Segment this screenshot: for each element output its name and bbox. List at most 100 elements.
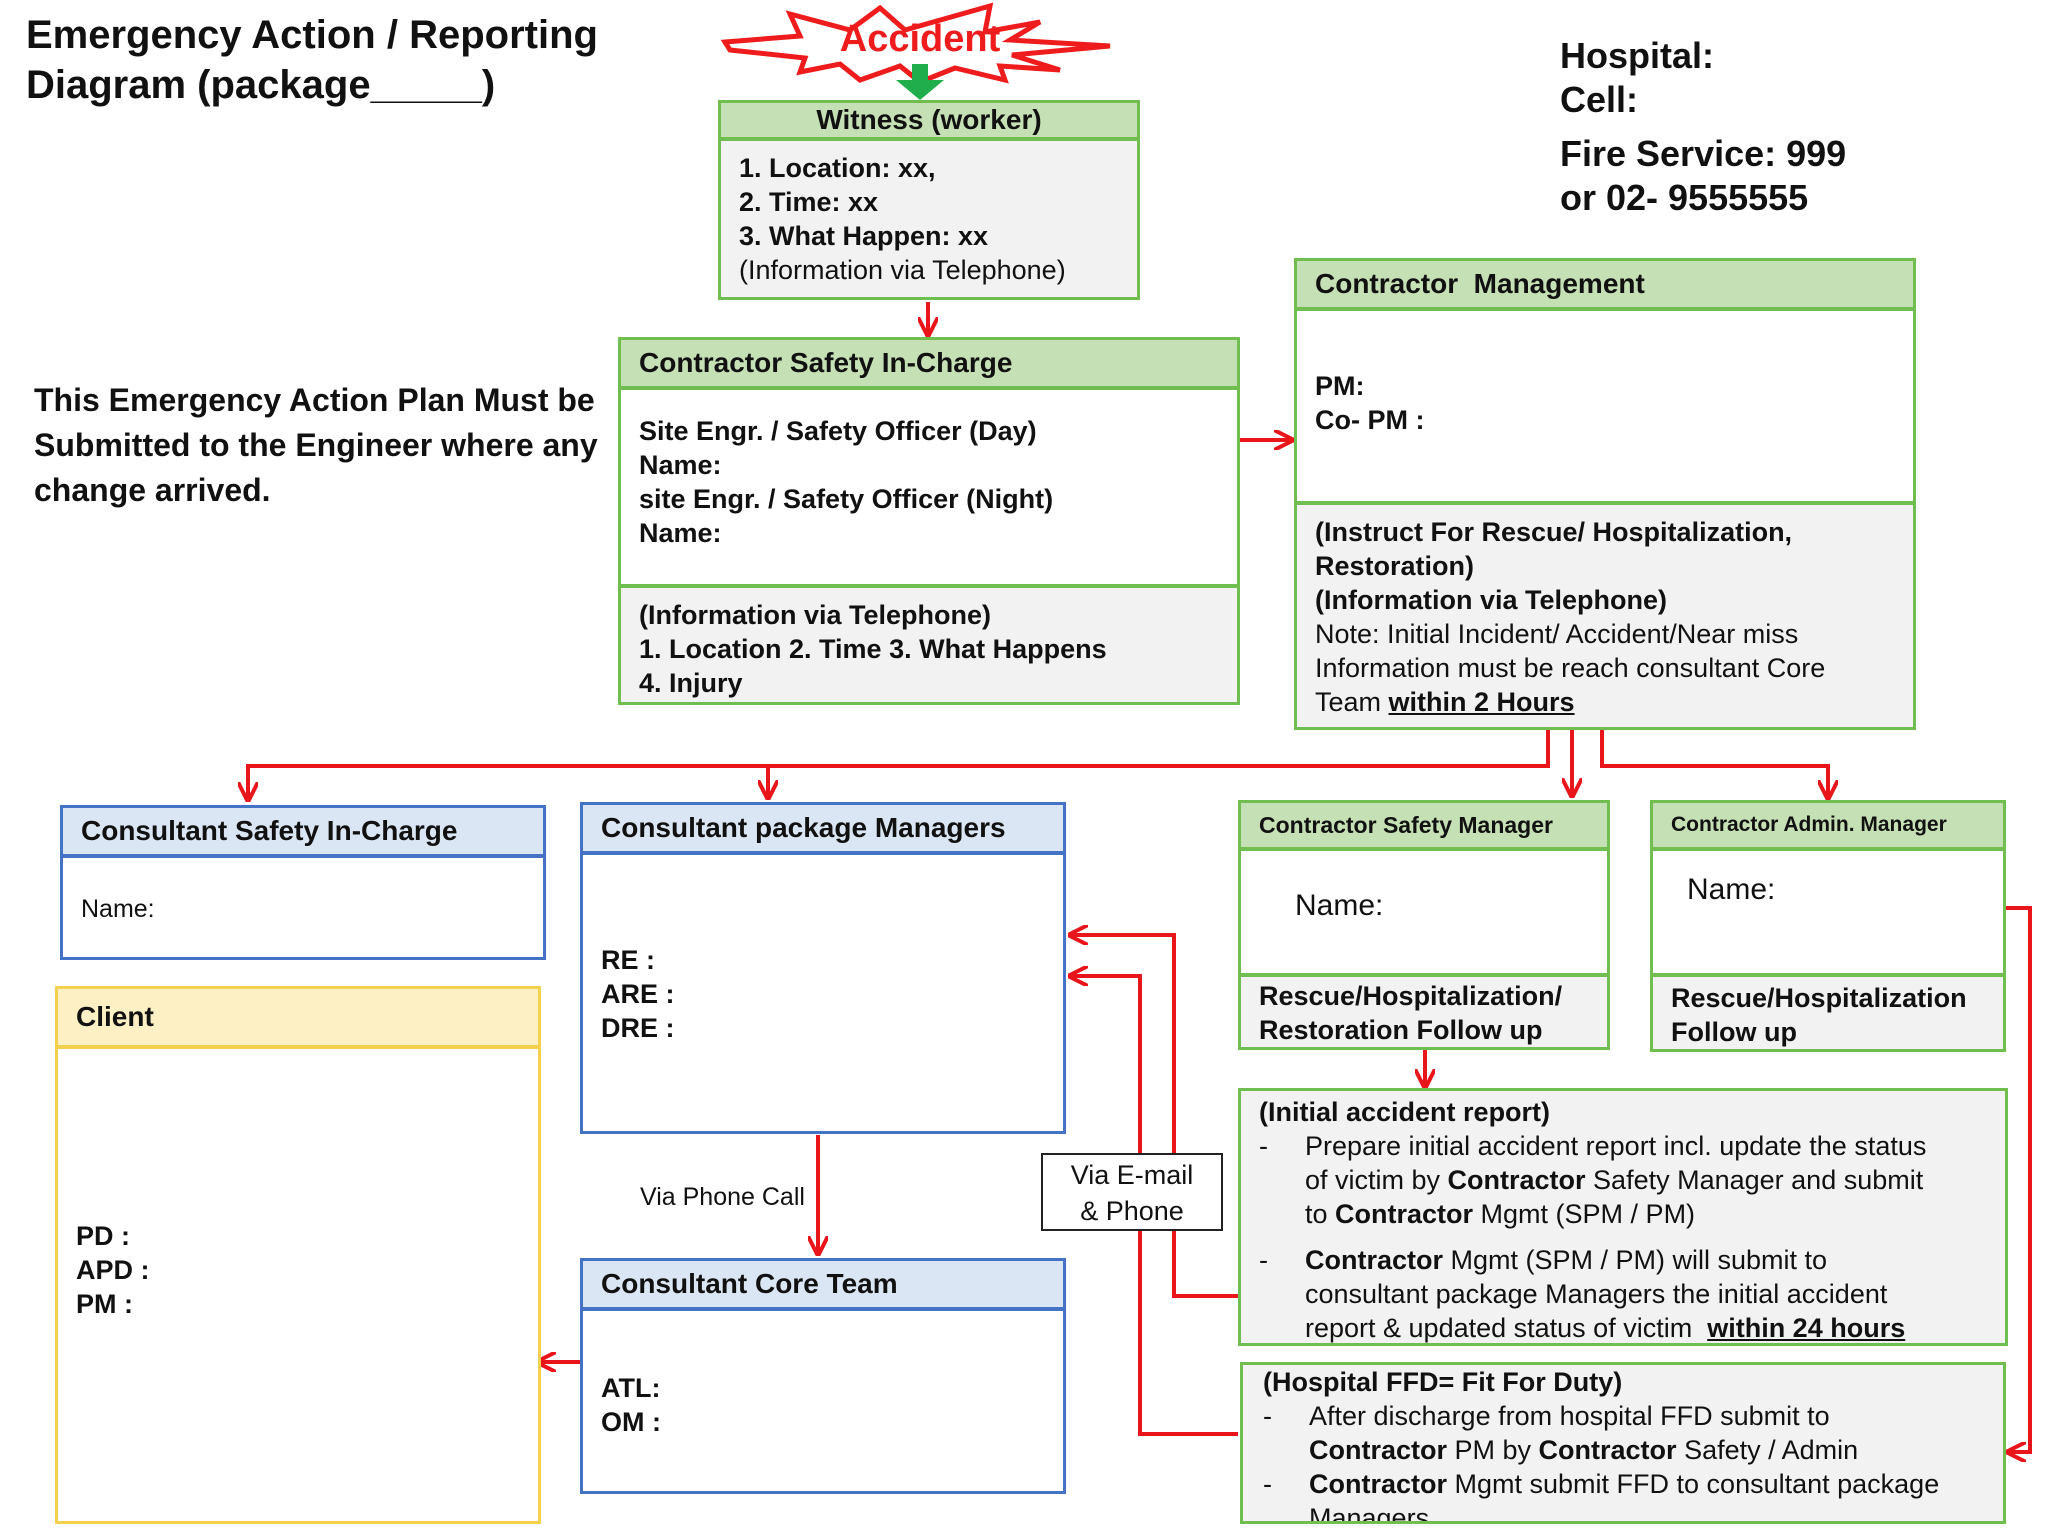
contractor-management-box: Contractor Management PM: Co- PM : (Inst… bbox=[1294, 258, 1916, 730]
report-line: Prepare initial accident report incl. up… bbox=[1305, 1131, 1927, 1161]
contractor-text: Contractor bbox=[1447, 1165, 1586, 1195]
via-email-phone-label: Via E-mail & Phone bbox=[1041, 1153, 1223, 1231]
text: to bbox=[1305, 1199, 1336, 1229]
core-role: OM : bbox=[601, 1407, 661, 1437]
page-title: Emergency Action / Reporting Diagram (pa… bbox=[26, 10, 598, 110]
info-line: 1. Location 2. Time 3. What Happens bbox=[639, 634, 1107, 664]
ffd-bullet: - After discharge from hospital FFD subm… bbox=[1263, 1399, 1991, 1467]
safety-manager-followup: Rescue/Hospitalization/ Restoration Foll… bbox=[1241, 973, 1607, 1047]
contractor-safety-incharge-box: Contractor Safety In-Charge Site Engr. /… bbox=[618, 337, 1240, 705]
title-line-1: Emergency Action / Reporting bbox=[26, 13, 598, 57]
deadline-24-hours: within 24 hours bbox=[1707, 1313, 1906, 1343]
bullet-dash: - bbox=[1263, 1401, 1272, 1431]
contractor-admin-manager-box: Contractor Admin. Manager Name: Rescue/H… bbox=[1650, 800, 2006, 1052]
contractor-text: Contractor bbox=[1538, 1435, 1677, 1465]
witness-item: 3. What Happen: xx bbox=[739, 221, 989, 251]
witness-note: (Information via Telephone) bbox=[739, 255, 1066, 285]
via-phone-call-label: Via Phone Call bbox=[640, 1183, 805, 1211]
pm-line: PM: bbox=[1315, 371, 1365, 401]
witness-header: Witness (worker) bbox=[721, 103, 1137, 141]
followup-line: Rescue/Hospitalization bbox=[1671, 983, 1967, 1013]
management-instructions: (Instruct For Rescue/ Hospitalization, R… bbox=[1297, 501, 1913, 727]
hospital-ffd-box: (Hospital FFD= Fit For Duty) - After dis… bbox=[1240, 1362, 2006, 1524]
arrow-mgmt-to-consultant-safety bbox=[248, 730, 1550, 800]
text: PM by bbox=[1447, 1435, 1539, 1465]
accident-label: Accident bbox=[839, 18, 1001, 60]
instruction-line: (Information via Telephone) bbox=[1315, 585, 1668, 615]
core-role: ATL: bbox=[601, 1373, 661, 1403]
email-line: Via E-mail bbox=[1070, 1160, 1194, 1190]
consultant-package-managers-box: Consultant package Managers RE : ARE : D… bbox=[580, 802, 1066, 1134]
client-role: PD : bbox=[76, 1221, 130, 1251]
consultant-safety-name: Name: bbox=[81, 895, 155, 923]
witness-details: 1. Location: xx, 2. Time: xx 3. What Hap… bbox=[721, 141, 1137, 297]
role-line: RE : bbox=[601, 945, 655, 975]
green-down-arrow bbox=[896, 64, 944, 100]
info-line: (Information via Telephone) bbox=[639, 600, 992, 630]
consultant-core-team-header: Consultant Core Team bbox=[583, 1261, 1063, 1311]
arrow-mgmt-to-admin-manager bbox=[1600, 730, 1828, 798]
note-line: Team within 2 Hours bbox=[1315, 685, 1895, 719]
witness-item: 1. Location: xx, bbox=[739, 153, 936, 183]
report-line: to Contractor Mgmt (SPM / PM) bbox=[1305, 1197, 1926, 1231]
ffd-line: After discharge from hospital FFD submit… bbox=[1309, 1401, 1830, 1431]
consultant-safety-incharge-header: Consultant Safety In-Charge bbox=[63, 808, 543, 858]
bullet-dash: - bbox=[1263, 1469, 1272, 1499]
contractor-safety-manager-box: Contractor Safety Manager Name: Rescue/H… bbox=[1238, 800, 1610, 1050]
admin-manager-followup: Rescue/Hospitalization Follow up bbox=[1653, 973, 2003, 1049]
client-roles: PD : APD : PM : bbox=[58, 1049, 538, 1329]
client-role: APD : bbox=[76, 1255, 150, 1285]
witness-item: 2. Time: xx bbox=[739, 187, 879, 217]
text: Mgmt (SPM / PM) bbox=[1473, 1199, 1696, 1229]
ffd-line: Contractor PM by Contractor Safety / Adm… bbox=[1309, 1433, 1858, 1467]
contractor-text: Contractor bbox=[1305, 1245, 1444, 1275]
bullet-dash: - bbox=[1259, 1131, 1268, 1161]
arrow-report-to-pkg bbox=[1070, 935, 1238, 1298]
report-bullet: - Contractor Mgmt (SPM / PM) will submit… bbox=[1259, 1243, 1993, 1345]
report-title: (Initial accident report) bbox=[1259, 1097, 1551, 1127]
title-line-2: Diagram (package_____) bbox=[26, 63, 496, 107]
safety-info: (Information via Telephone) 1. Location … bbox=[621, 584, 1237, 702]
copm-line: Co- PM : bbox=[1315, 405, 1425, 435]
witness-box: Witness (worker) 1. Location: xx, 2. Tim… bbox=[718, 100, 1140, 300]
hospital-label: Hospital: bbox=[1560, 35, 1715, 76]
accident-burst bbox=[720, 2, 1111, 85]
role-line: DRE : bbox=[601, 1013, 675, 1043]
ffd-line: Contractor Mgmt submit FFD to consultant… bbox=[1309, 1467, 1939, 1501]
contractor-safety-incharge-header: Contractor Safety In-Charge bbox=[621, 340, 1237, 390]
package-manager-roles: RE : ARE : DRE : bbox=[583, 855, 1063, 1053]
safety-officers: Site Engr. / Safety Officer (Day) Name: … bbox=[621, 390, 1237, 584]
ffd-line: Managers bbox=[1309, 1503, 1430, 1524]
report-bullet: - Prepare initial accident report incl. … bbox=[1259, 1129, 1993, 1231]
report-line: report & updated status of victim within… bbox=[1305, 1311, 1905, 1345]
followup-line: Rescue/Hospitalization/ bbox=[1259, 981, 1563, 1011]
email-line: & Phone bbox=[1080, 1196, 1184, 1226]
contractor-admin-manager-header: Contractor Admin. Manager bbox=[1653, 803, 2003, 851]
contractor-text: Contractor bbox=[1309, 1469, 1448, 1499]
report-line: consultant package Managers the initial … bbox=[1305, 1279, 1888, 1309]
officer-line: Site Engr. / Safety Officer (Day) bbox=[639, 416, 1037, 446]
arrow-admin-to-ffd bbox=[2004, 906, 2032, 1452]
admin-manager-name: Name: bbox=[1687, 873, 1776, 906]
report-line: Contractor Mgmt (SPM / PM) will submit t… bbox=[1305, 1243, 1905, 1277]
core-team-roles: ATL: OM : bbox=[583, 1311, 1063, 1447]
contractor-text: Contractor bbox=[1309, 1435, 1448, 1465]
instruction-line: (Instruct For Rescue/ Hospitalization, bbox=[1315, 517, 1793, 547]
fire-service-alt: or 02- 9555555 bbox=[1560, 177, 1809, 218]
report-line: of victim by Contractor Safety Manager a… bbox=[1305, 1163, 1926, 1197]
client-header: Client bbox=[58, 989, 538, 1049]
bullet-dash: - bbox=[1259, 1245, 1268, 1275]
info-line: 4. Injury bbox=[639, 668, 743, 698]
followup-line: Restoration Follow up bbox=[1259, 1015, 1543, 1045]
officer-line: Name: bbox=[639, 450, 722, 480]
text: Mgmt (SPM / PM) will submit to bbox=[1443, 1245, 1828, 1275]
cell-label: Cell: bbox=[1560, 79, 1639, 120]
management-names: PM: Co- PM : bbox=[1297, 311, 1913, 501]
text: Mgmt submit FFD to consultant package bbox=[1447, 1469, 1940, 1499]
text: of victim by bbox=[1305, 1165, 1448, 1195]
client-role: PM : bbox=[76, 1289, 133, 1319]
note-line: Information must be reach consultant Cor… bbox=[1315, 653, 1826, 683]
contractor-text: Contractor bbox=[1335, 1199, 1474, 1229]
text: report & updated status of victim bbox=[1305, 1313, 1708, 1343]
